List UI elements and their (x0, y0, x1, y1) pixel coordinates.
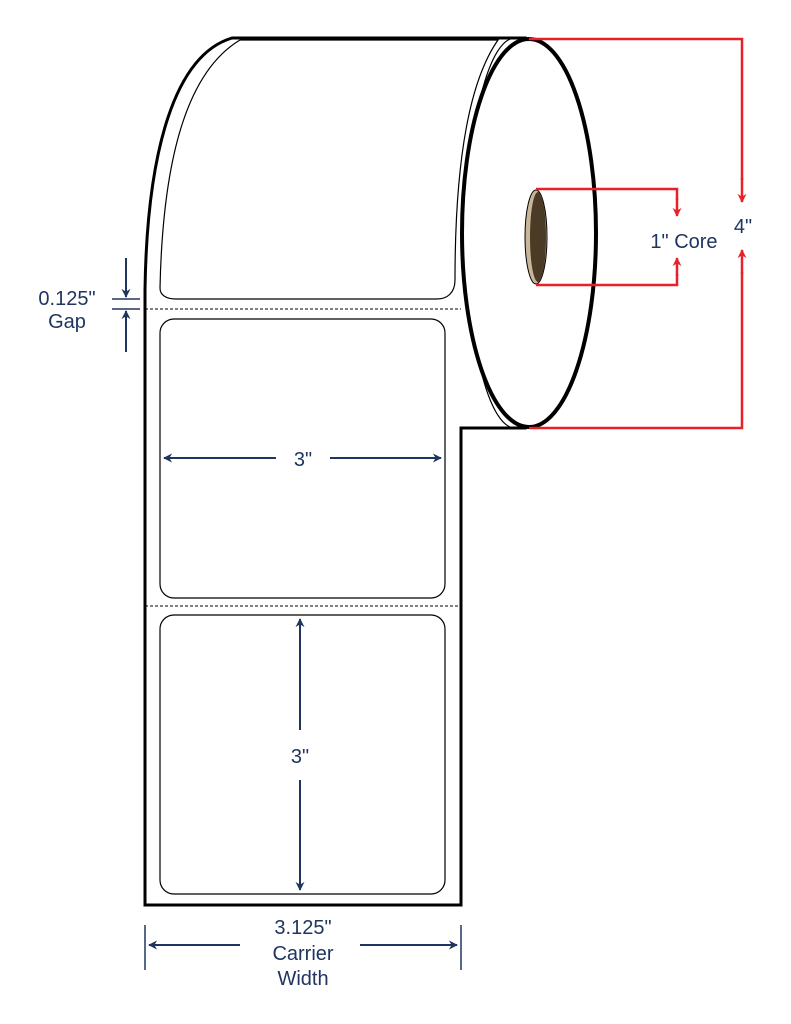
carrier-width-word-label: Width (277, 968, 328, 990)
label-width-value: 3" (294, 449, 312, 471)
roll-diameter-dimension (529, 37, 747, 430)
carrier-width-dimension (144, 925, 462, 970)
carrier-value-label: 3.125" (274, 917, 331, 939)
roll-diameter-label: 4" (734, 216, 752, 238)
core-label: 1" Core (650, 231, 717, 253)
gap-value-label: 0.125" (38, 288, 95, 310)
carrier-word-label: Carrier (272, 943, 333, 965)
core-dimension (536, 187, 682, 287)
gap-dimension (112, 258, 140, 352)
roll-core (524, 189, 548, 285)
gap-word-label: Gap (48, 311, 86, 333)
label-2 (159, 614, 446, 895)
label-height-value: 3" (291, 746, 309, 768)
label-on-roll (159, 39, 500, 300)
label-1 (159, 318, 446, 599)
